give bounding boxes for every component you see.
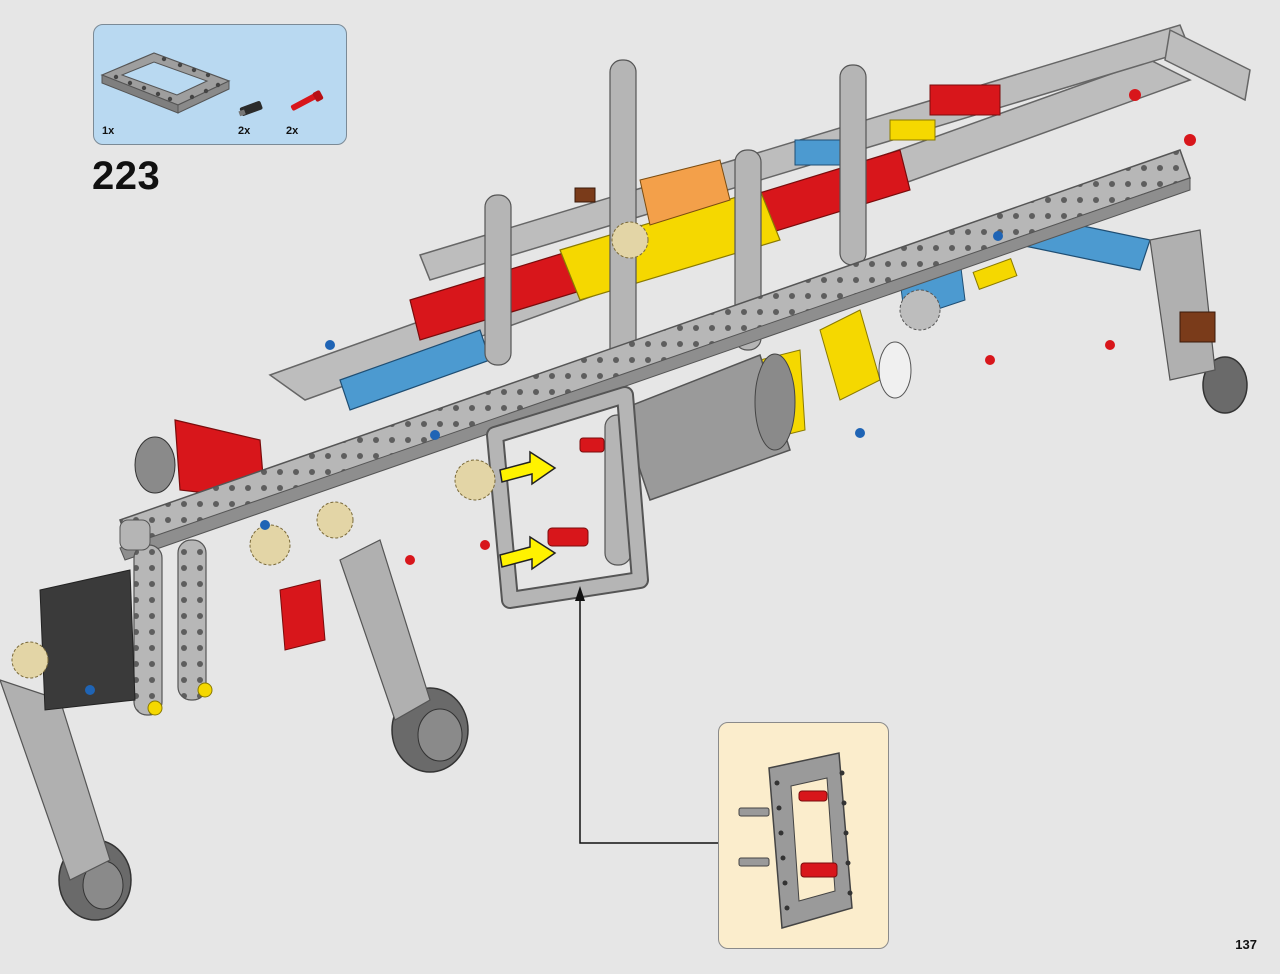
subassembly-callout (718, 722, 889, 949)
frame-with-pins-illustration (738, 752, 853, 929)
step-number: 223 (92, 154, 161, 198)
vertical-beams (484, 59, 867, 566)
parts-list-box: 1x 2x 2x (93, 24, 347, 145)
black-connector-part-icon (238, 101, 263, 117)
part-qty-pin: 2x (286, 125, 299, 137)
front-cross-frame (119, 519, 213, 716)
pins (85, 89, 1216, 695)
page-number: 137 (1235, 937, 1257, 952)
part-qty-frame: 1x (102, 125, 115, 137)
parts-illustration (100, 52, 324, 117)
red-pin-upper (798, 790, 828, 802)
inserted-frame (486, 386, 649, 609)
motor-unit (619, 341, 912, 501)
suspension-arms (0, 229, 1216, 881)
drivetrain-core (174, 84, 1151, 651)
gears (11, 221, 941, 679)
red-pin-part-icon (290, 90, 324, 111)
open-frame-part-icon (100, 52, 231, 114)
red-pin-lower (800, 862, 838, 878)
part-qty-connector: 2x (238, 125, 251, 137)
insert-arrows (499, 450, 557, 571)
